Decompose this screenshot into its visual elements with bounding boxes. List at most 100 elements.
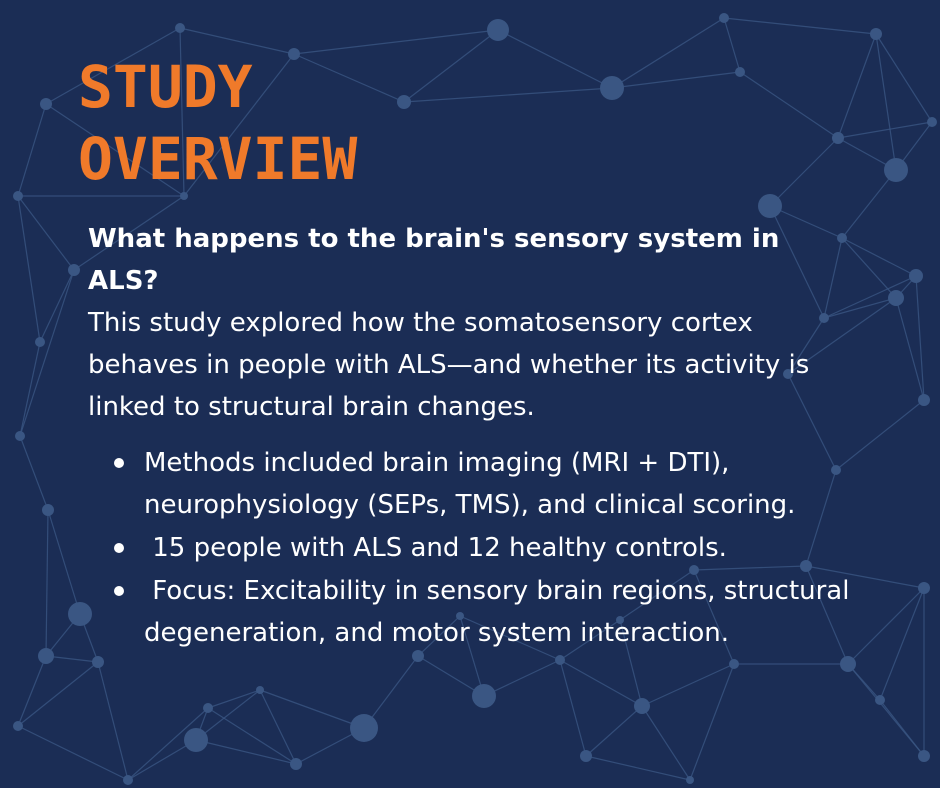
network-line	[837, 121, 933, 139]
network-node	[472, 684, 496, 708]
bullet-text: 15 people with ALS and 12 healthy contro…	[144, 533, 727, 563]
network-node	[290, 758, 302, 770]
network-node	[92, 656, 104, 668]
bullet-text: Methods included brain imaging (MRI + DT…	[144, 448, 796, 520]
network-node	[180, 192, 188, 200]
network-line	[805, 469, 837, 567]
network-line	[195, 739, 297, 765]
network-node	[487, 19, 509, 41]
network-nodes	[13, 13, 937, 785]
bullet-item: 15 people with ALS and 12 healthy contro…	[114, 527, 884, 569]
network-node	[689, 565, 699, 575]
network-line	[417, 615, 461, 657]
network-node	[918, 582, 930, 594]
network-line	[483, 659, 561, 697]
network-line	[875, 33, 933, 123]
bullet-icon	[114, 586, 124, 596]
network-node	[927, 117, 937, 127]
network-node	[397, 95, 411, 109]
network-line	[363, 655, 419, 729]
network-line	[847, 663, 925, 757]
network-line	[47, 509, 81, 615]
network-node	[600, 76, 624, 100]
bullet-icon	[114, 458, 124, 468]
network-line	[641, 705, 691, 781]
network-line	[73, 195, 185, 271]
network-line	[841, 237, 917, 277]
network-line	[693, 565, 807, 571]
network-line	[619, 619, 643, 707]
title-line-1: STUDY	[78, 53, 253, 121]
network-line	[641, 663, 735, 707]
network-node	[38, 648, 54, 664]
network-node	[918, 750, 930, 762]
network-line	[417, 655, 485, 697]
network-line	[559, 659, 643, 707]
network-line	[17, 195, 41, 343]
network-node	[819, 313, 829, 323]
network-line	[739, 71, 839, 139]
network-node	[616, 616, 624, 624]
network-line	[835, 399, 925, 471]
network-line	[689, 663, 735, 781]
network-node	[555, 655, 565, 665]
network-line	[805, 565, 925, 589]
network-line	[723, 17, 877, 35]
title-line-2: OVERVIEW	[78, 125, 358, 193]
network-line	[787, 297, 897, 375]
network-node	[68, 602, 92, 626]
network-line	[259, 689, 297, 765]
network-line	[693, 569, 735, 665]
network-node	[840, 656, 856, 672]
network-line	[769, 137, 839, 207]
network-node	[758, 194, 782, 218]
network-lines	[17, 17, 933, 781]
network-line	[17, 725, 129, 781]
network-line	[787, 317, 825, 375]
network-line	[787, 373, 837, 471]
network-line	[45, 509, 49, 657]
network-node	[735, 67, 745, 77]
network-line	[207, 689, 261, 709]
network-node	[184, 728, 208, 752]
network-line	[879, 587, 925, 701]
network-line	[769, 205, 843, 239]
bullet-icon	[114, 543, 124, 553]
network-line	[915, 275, 925, 401]
network-node	[580, 750, 592, 762]
network-node	[729, 659, 739, 669]
network-line	[45, 655, 99, 663]
network-line	[459, 615, 561, 661]
network-line	[97, 661, 129, 781]
network-line	[403, 29, 499, 103]
network-node	[40, 98, 52, 110]
network-line	[875, 33, 897, 171]
network-node	[350, 714, 378, 742]
network-line	[459, 615, 485, 697]
network-line	[403, 87, 613, 103]
network-line	[39, 269, 75, 343]
network-node	[256, 686, 264, 694]
network-node	[42, 504, 54, 516]
network-line	[841, 237, 897, 299]
network-line	[823, 275, 917, 319]
network-node	[686, 776, 694, 784]
research-question: What happens to the brain's sensory syst…	[88, 224, 780, 296]
network-node	[831, 465, 841, 475]
network-line	[805, 565, 849, 665]
network-line	[183, 53, 295, 197]
network-node	[35, 337, 45, 347]
network-line	[179, 27, 295, 55]
network-node	[800, 560, 812, 572]
study-intro: This study explored how the somatosensor…	[88, 308, 810, 422]
network-node	[68, 264, 80, 276]
network-node	[456, 612, 464, 620]
network-node	[837, 233, 847, 243]
network-line	[179, 27, 185, 197]
network-line	[823, 237, 843, 319]
network-line	[611, 71, 741, 89]
network-line	[769, 205, 825, 319]
network-line	[127, 739, 197, 781]
network-node	[719, 13, 729, 23]
